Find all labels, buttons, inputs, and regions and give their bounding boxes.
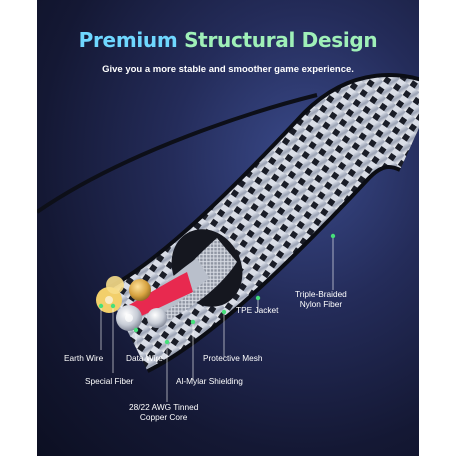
label-protective-mesh: Protective Mesh (203, 353, 263, 363)
label-data-wire: Data Wire (126, 353, 163, 363)
label-triple-braided: Triple-Braided Nylon Fiber (295, 289, 347, 309)
label-al-mylar: Al-Mylar Shielding (176, 376, 243, 386)
page-title: Premium Structural Design (37, 28, 419, 52)
title-part1: Premium (78, 28, 178, 52)
product-banner: Premium Structural Design Give you a mor… (37, 0, 419, 456)
data-wire-red (129, 272, 193, 318)
label-triple-braided-line1: Triple-Braided (295, 289, 347, 299)
label-special-fiber: Special Fiber (85, 376, 134, 386)
label-tpe-jacket: TPE Jacket (236, 305, 279, 315)
page-subtitle: Give you a more stable and smoother game… (102, 64, 354, 75)
title-part2: Structural Design (184, 28, 378, 52)
label-copper-core: 28/22 AWG Tinned Copper Core (129, 402, 198, 422)
callout-dots (98, 233, 336, 345)
callout-lines (100, 236, 334, 402)
background-cable (37, 93, 318, 214)
label-copper-core-line1: 28/22 AWG Tinned (129, 402, 199, 412)
cable-cross-section-illustration (37, 73, 419, 402)
label-earth-wire: Earth Wire (64, 353, 104, 363)
label-copper-core-line2: Copper Core (139, 412, 188, 422)
conductor-bundle (96, 276, 167, 331)
label-triple-braided-line2: Nylon Fiber (299, 299, 343, 309)
